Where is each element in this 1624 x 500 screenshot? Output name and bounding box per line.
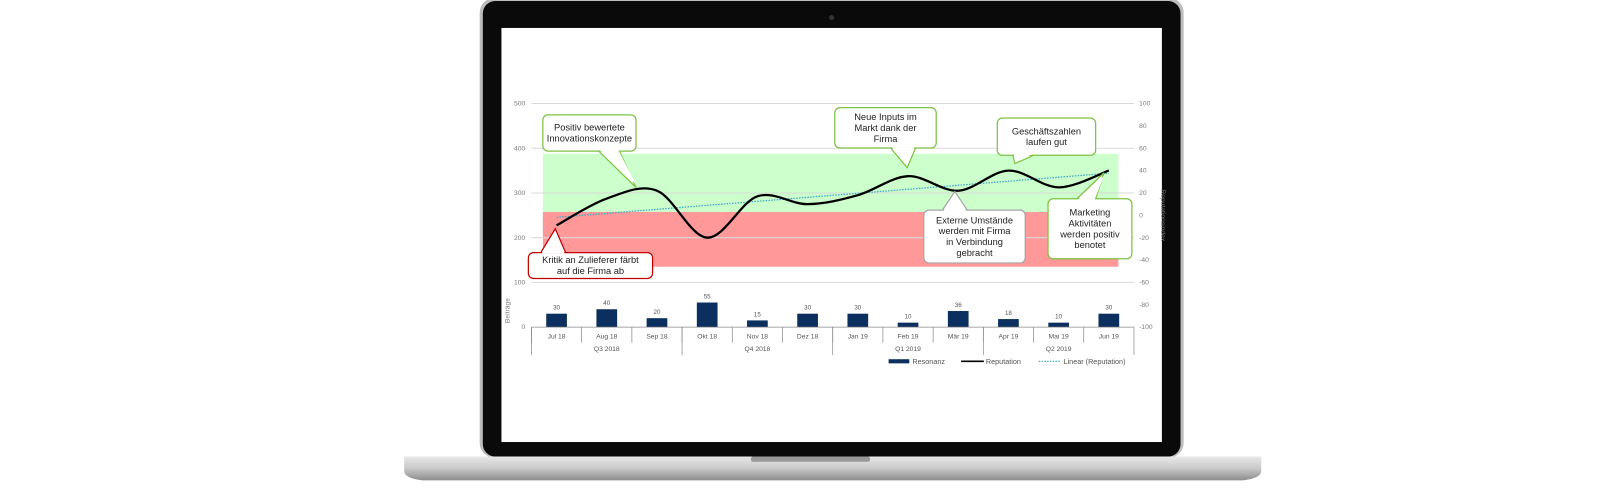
legend-label: Reputation bbox=[986, 357, 1021, 366]
bar-data-label: 10 bbox=[905, 314, 912, 321]
callout-pointer-fill bbox=[943, 194, 967, 211]
callout-text: Marketing bbox=[1070, 208, 1111, 218]
right-axis-tick: -60 bbox=[1139, 279, 1149, 286]
bar-data-label: 15 bbox=[754, 311, 761, 318]
callout-text: gebracht bbox=[956, 248, 993, 258]
bar-data-label: 36 bbox=[955, 302, 962, 309]
bar-data-label: 20 bbox=[654, 309, 661, 316]
callout-text: Geschäftszahlen bbox=[1012, 126, 1081, 136]
legend-swatch-resonanz bbox=[888, 359, 910, 364]
callout-text: Aktivitäten bbox=[1069, 218, 1112, 228]
callout-text: Kritik an Zulieferer färbt bbox=[542, 255, 639, 265]
callout-pointer-fill bbox=[1013, 154, 1033, 161]
callout-text: Positiv bewertete bbox=[554, 123, 625, 133]
callout-box bbox=[834, 107, 937, 149]
bar-resonanz bbox=[1098, 313, 1120, 328]
quarter-label: Q3 2018 bbox=[594, 346, 620, 353]
laptop-base bbox=[404, 456, 1262, 481]
month-label: Feb 19 bbox=[898, 334, 919, 341]
camera-icon bbox=[829, 15, 835, 21]
callout-text: laufen gut bbox=[1026, 137, 1067, 147]
right-axis-tick: -40 bbox=[1139, 257, 1149, 264]
band-positive-zone bbox=[542, 153, 1119, 212]
bar-resonanz bbox=[998, 319, 1019, 328]
callout-text: Markt dank der bbox=[854, 123, 916, 133]
callout-box bbox=[996, 117, 1097, 156]
callout-box bbox=[527, 251, 654, 280]
month-label: Okt 18 bbox=[697, 334, 717, 341]
month-label: Dez 18 bbox=[797, 334, 819, 341]
bar-resonanz bbox=[1048, 322, 1069, 328]
right-axis-tick: 0 bbox=[1139, 212, 1143, 219]
month-label: Jul 18 bbox=[548, 334, 566, 341]
month-label: Mai 19 bbox=[1049, 334, 1069, 341]
legend-label: Resonanz bbox=[912, 357, 945, 366]
left-axis-label: Beiträge bbox=[505, 298, 512, 323]
left-axis-tick: 100 bbox=[514, 279, 525, 286]
bar-resonanz bbox=[546, 313, 567, 328]
left-axis-tick: 0 bbox=[522, 324, 526, 331]
right-axis-tick: 60 bbox=[1139, 145, 1147, 152]
callout-text: benotet bbox=[1074, 240, 1105, 250]
quarter-label: Q2 2019 bbox=[1046, 346, 1072, 353]
right-axis-tick: 100 bbox=[1139, 101, 1150, 108]
legend-label: Linear (Reputation) bbox=[1064, 357, 1126, 366]
line-reputation bbox=[556, 169, 1110, 239]
quarter-label: Q4 2018 bbox=[745, 346, 771, 353]
callout-pointer-fill bbox=[541, 231, 565, 254]
right-axis-tick: 80 bbox=[1139, 123, 1147, 130]
month-label: Aug 18 bbox=[596, 334, 618, 341]
callout-pointer-fill bbox=[891, 147, 915, 165]
bar-resonanz bbox=[847, 313, 869, 328]
callout-text: Innovationskonzepte bbox=[547, 134, 632, 144]
month-label: Mär 19 bbox=[948, 334, 969, 341]
right-axis-tick: -20 bbox=[1139, 235, 1149, 242]
callout-text: in Verbindung bbox=[946, 237, 1003, 247]
bar-data-label: 30 bbox=[804, 305, 811, 312]
right-axis-tick: -80 bbox=[1139, 302, 1149, 309]
quarter-label: Q1 2019 bbox=[895, 346, 921, 353]
bar-data-label: 10 bbox=[1055, 314, 1062, 321]
callout-text: werden mit Firma bbox=[938, 226, 1012, 236]
bar-data-label: 30 bbox=[553, 305, 560, 312]
right-axis-label: Reputationsindex bbox=[1159, 189, 1166, 242]
right-axis-tick: 40 bbox=[1139, 168, 1147, 175]
bar-resonanz bbox=[696, 302, 718, 328]
trendline-reputation bbox=[556, 172, 1109, 218]
month-label: Sep 18 bbox=[646, 334, 668, 341]
left-axis-tick: 200 bbox=[514, 235, 525, 242]
callout-pointer-fill bbox=[1078, 175, 1104, 200]
month-label: Nov 18 bbox=[747, 334, 769, 341]
callout-text: auf die Firma ab bbox=[557, 266, 624, 276]
bar-data-label: 18 bbox=[1005, 310, 1012, 317]
bar-data-label: 55 bbox=[704, 293, 711, 300]
right-axis-tick: 20 bbox=[1139, 190, 1147, 197]
bar-data-label: 30 bbox=[1105, 305, 1112, 312]
month-label: Apr 19 bbox=[999, 334, 1019, 341]
bar-resonanz bbox=[747, 320, 768, 328]
callout-box bbox=[923, 209, 1026, 264]
left-axis-tick: 300 bbox=[514, 190, 525, 197]
callout-text: Neue Inputs im bbox=[854, 112, 917, 122]
callout-box bbox=[542, 114, 637, 152]
bar-resonanz bbox=[947, 311, 969, 328]
bar-resonanz bbox=[797, 313, 818, 328]
bar-resonanz bbox=[646, 318, 668, 328]
left-axis-tick: 500 bbox=[514, 101, 525, 108]
bar-resonanz bbox=[897, 322, 919, 328]
month-label: Jan 19 bbox=[848, 334, 868, 341]
laptop-notch bbox=[750, 456, 870, 462]
bar-resonanz bbox=[596, 309, 618, 328]
bar-data-label: 40 bbox=[603, 300, 610, 307]
callout-text: Firma bbox=[874, 134, 899, 144]
callout-text: Externe Umstände bbox=[936, 215, 1013, 225]
month-label: Jun 19 bbox=[1099, 334, 1119, 341]
callout-text: werden positiv bbox=[1059, 229, 1120, 239]
left-axis-tick: 400 bbox=[514, 145, 525, 152]
bar-data-label: 30 bbox=[854, 305, 861, 312]
right-axis-tick: -100 bbox=[1139, 324, 1153, 331]
